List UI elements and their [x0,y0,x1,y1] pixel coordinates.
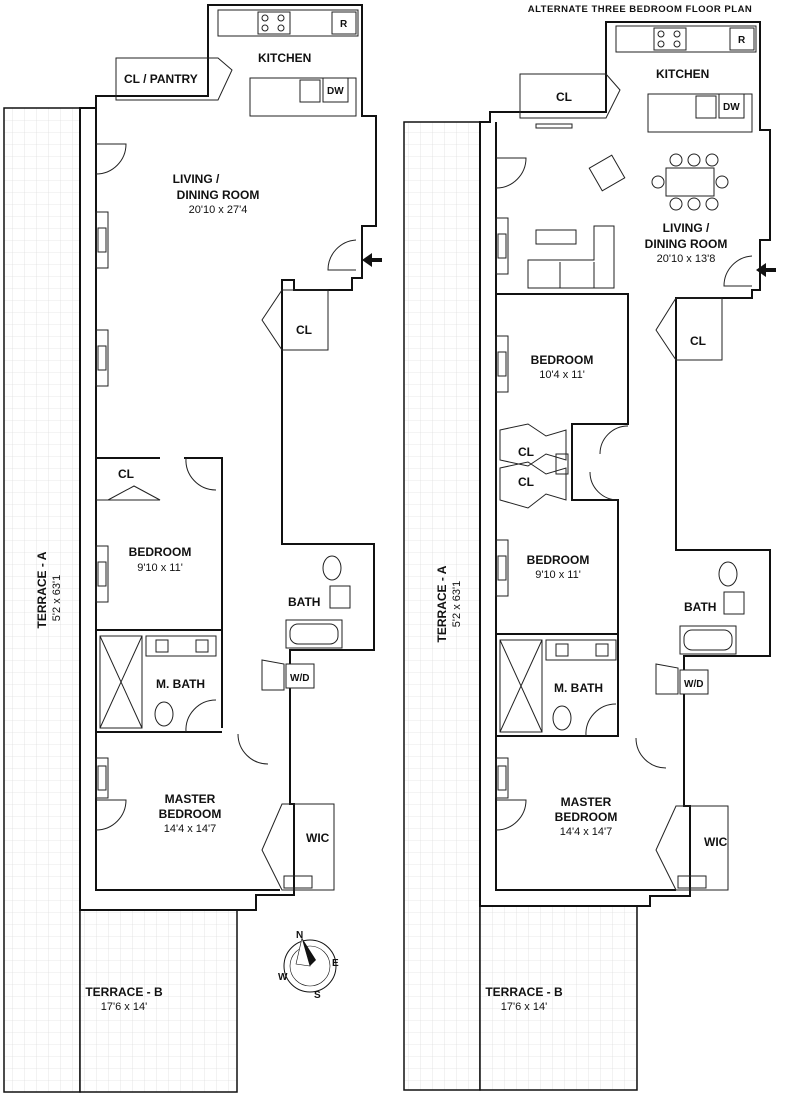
master-label-2: BEDROOM [159,807,222,821]
dw-label: DW [723,102,740,113]
vanity-icon [545,639,617,661]
terrace-a-dim: 5'2 x 63'1 [51,575,63,621]
toilet-icon [322,555,342,581]
bath-label: BATH [684,600,716,614]
terrace-b-area [79,909,238,1093]
bath-label: BATH [288,595,320,609]
exterior-wall [79,4,377,911]
terrace-b-dim: 17'6 x 14' [101,1001,147,1013]
master-label-1: MASTER [165,792,216,806]
living-label-2: DINING ROOM [645,237,728,251]
sink-icon [695,95,717,119]
cl-bedroom-label: CL [118,467,134,481]
washer-dryer-icon [679,669,709,695]
vanity-icon [145,635,217,657]
terrace-b-label: TERRACE - B [85,985,163,999]
stove-icon [653,27,687,51]
stove-icon [257,11,291,35]
sink-icon [299,79,321,103]
dishwasher-icon [718,93,745,119]
bedroom-top-label: BEDROOM [531,353,594,367]
plan-a: R DW CL / PANTRY KITCHEN LIVING / DINING… [3,4,382,1093]
living-label-1: LIVING / [663,221,710,235]
terrace-a-dim: 5'2 x 63'1 [451,581,463,627]
fridge-icon [331,11,357,35]
bedroom-label: BEDROOM [129,545,192,559]
cl-2-label: CL [518,475,534,489]
compass-e: E [332,958,339,969]
entry-arrow-icon [362,253,382,267]
coffee-table-icon [535,229,577,245]
armchair-icon [588,154,626,192]
plan-b: ALTERNATE THREE BEDROOM FLOOR PLAN R DW … [403,4,776,1091]
living-label-1: LIVING / [173,172,220,186]
living-dim: 20'10 x 27'4 [189,204,248,216]
compass-icon: N E S W [278,930,339,1001]
fridge-label: R [738,35,746,46]
entry-arrow-icon [756,263,776,277]
cl-pantry-label: CL / PANTRY [124,72,198,86]
bedroom-dim: 9'10 x 11' [137,562,183,574]
master-label-1: MASTER [561,795,612,809]
sofa-icon [527,225,615,289]
compass-w: W [278,972,288,983]
master-dim: 14'4 x 14'7 [164,823,217,835]
living-label-2: DINING ROOM [177,188,260,202]
toilet-icon [718,561,738,587]
wic-label: WIC [704,835,728,849]
m-bath-label: M. BATH [156,677,205,691]
cl-hall-label: CL [296,323,312,337]
terrace-b-label: TERRACE - B [485,985,563,999]
living-dim: 20'10 x 13'8 [657,253,716,265]
bedroom-label: BEDROOM [527,553,590,567]
terrace-a-label: TERRACE - A [435,565,449,642]
compass-n: N [296,930,303,941]
terrace-a-area [403,121,481,1091]
master-label-2: BEDROOM [555,810,618,824]
washer-dryer-icon [285,663,315,689]
dining-table-icon [665,167,715,197]
wd-label: W/D [684,679,703,690]
terrace-a-area [3,107,81,1093]
toilet-icon [154,701,174,727]
exterior-wall [479,21,771,907]
terrace-a-label: TERRACE - A [35,551,49,628]
bedroom-top-dim: 10'4 x 11' [539,369,585,381]
cl-hall-label: CL [690,334,706,348]
compass-s: S [314,990,321,1001]
cl-kitchen-label: CL [556,90,572,104]
m-bath-label: M. BATH [554,681,603,695]
dw-label: DW [327,86,344,97]
wic-label: WIC [306,831,330,845]
kitchen-label: KITCHEN [656,67,709,81]
fridge-icon [729,27,755,51]
terrace-b-dim: 17'6 x 14' [501,1001,547,1013]
fridge-label: R [340,19,348,30]
dishwasher-icon [322,77,349,103]
cl-1-label: CL [518,445,534,459]
plan-title: ALTERNATE THREE BEDROOM FLOOR PLAN [528,4,753,15]
bedroom-dim: 9'10 x 11' [535,569,581,581]
kitchen-label: KITCHEN [258,51,311,65]
toilet-icon [552,705,572,731]
master-dim: 14'4 x 14'7 [560,826,613,838]
wd-label: W/D [290,673,309,684]
